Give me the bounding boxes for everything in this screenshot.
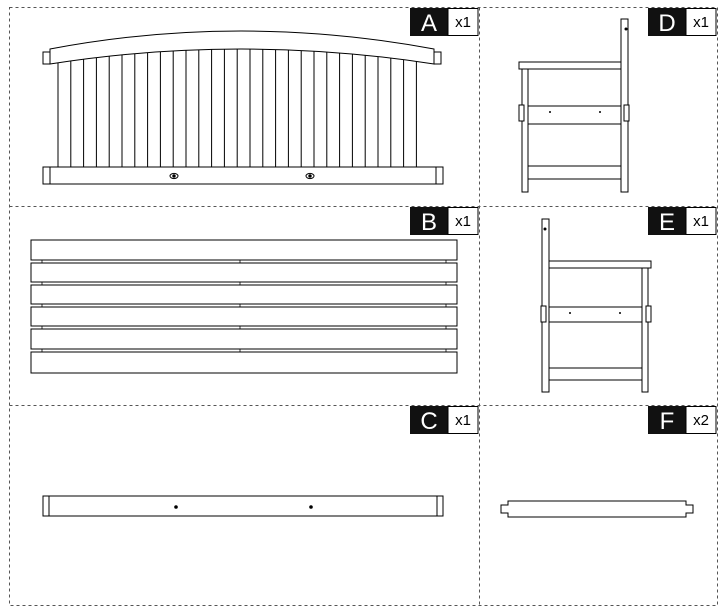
part-d-qty: x1: [693, 14, 709, 31]
seat-slat: [30, 351, 458, 374]
part-d-qty-box: [685, 8, 717, 36]
part-b-drawing: [30, 239, 458, 374]
part-a-qty: x1: [455, 14, 471, 31]
part-e-badge: [648, 207, 686, 235]
screw-hole-icon: [309, 505, 313, 509]
side-lower-rail: [527, 165, 622, 180]
side-bracket: [540, 305, 547, 323]
side-armrest: [518, 61, 622, 70]
side-armrest: [548, 260, 652, 269]
part-b-qty: x1: [455, 213, 471, 230]
part-f-badge: [648, 406, 686, 434]
part-f-label: F x2: [648, 406, 717, 435]
screw-hole-icon: [549, 111, 551, 113]
seat-slat: [30, 328, 458, 350]
part-e-letter: E: [659, 209, 675, 236]
side-bracket: [518, 104, 525, 122]
support-rail: [500, 500, 694, 518]
part-e-label: E x1: [648, 207, 717, 236]
screw-hole-icon: [543, 227, 547, 231]
seat-slat: [30, 239, 458, 261]
screw-hole-icon: [569, 312, 571, 314]
part-e-qty: x1: [693, 213, 709, 230]
part-f-qty-box: [685, 406, 717, 434]
seat-slat: [30, 262, 458, 283]
part-d-badge: [648, 8, 686, 36]
seat-slat: [30, 284, 458, 305]
part-a-label: A x1: [410, 8, 479, 37]
part-c-drawing: [42, 495, 444, 517]
side-seat-rail: [527, 105, 622, 125]
panel-grid: [9, 7, 718, 606]
backrest-top-rail-end-left: [42, 51, 51, 65]
slat-joint-marks: [41, 260, 447, 352]
part-f-letter: F: [660, 408, 675, 435]
backrest-bottom-rail: [42, 166, 444, 185]
part-d-drawing: [518, 18, 630, 193]
screw-hole-icon: [174, 505, 178, 509]
side-bracket: [623, 104, 630, 122]
part-f-qty: x2: [693, 412, 709, 429]
screw-hole-icon: [624, 27, 628, 31]
bolt-hole-icon: [305, 172, 315, 180]
part-c-letter: C: [420, 408, 437, 435]
part-e-drawing: [540, 218, 652, 393]
side-front-leg: [641, 267, 649, 393]
part-a-qty-box: [447, 8, 479, 36]
part-b-label: B x1: [410, 207, 479, 236]
part-f-drawing: [500, 500, 694, 518]
part-a-letter: A: [421, 10, 437, 37]
part-e-qty-box: [685, 207, 717, 235]
sheet-border: [9, 7, 718, 606]
part-a-badge: [410, 8, 448, 36]
side-lower-rail: [548, 367, 643, 381]
side-bracket: [645, 305, 652, 323]
backrest-top-rail: [49, 30, 435, 65]
part-d-letter: D: [658, 10, 675, 37]
screw-hole-icon: [619, 312, 621, 314]
part-c-qty-box: [447, 406, 479, 434]
part-b-qty-box: [447, 207, 479, 235]
part-a-drawing: [42, 30, 444, 185]
part-c-badge: [410, 406, 448, 434]
front-rail: [42, 495, 444, 517]
part-c-qty: x1: [455, 412, 471, 429]
part-d-label: D x1: [648, 8, 717, 37]
bolt-hole-icon: [169, 172, 179, 180]
screw-hole-icon: [599, 111, 601, 113]
part-b-badge: [410, 207, 448, 235]
part-b-letter: B: [421, 209, 437, 236]
side-front-leg: [521, 68, 529, 193]
part-c-label: C x1: [410, 406, 479, 435]
backrest-top-rail-end-right: [433, 51, 442, 65]
seat-slat: [30, 306, 458, 327]
backrest-slats: [57, 49, 417, 167]
side-seat-rail: [548, 306, 643, 323]
